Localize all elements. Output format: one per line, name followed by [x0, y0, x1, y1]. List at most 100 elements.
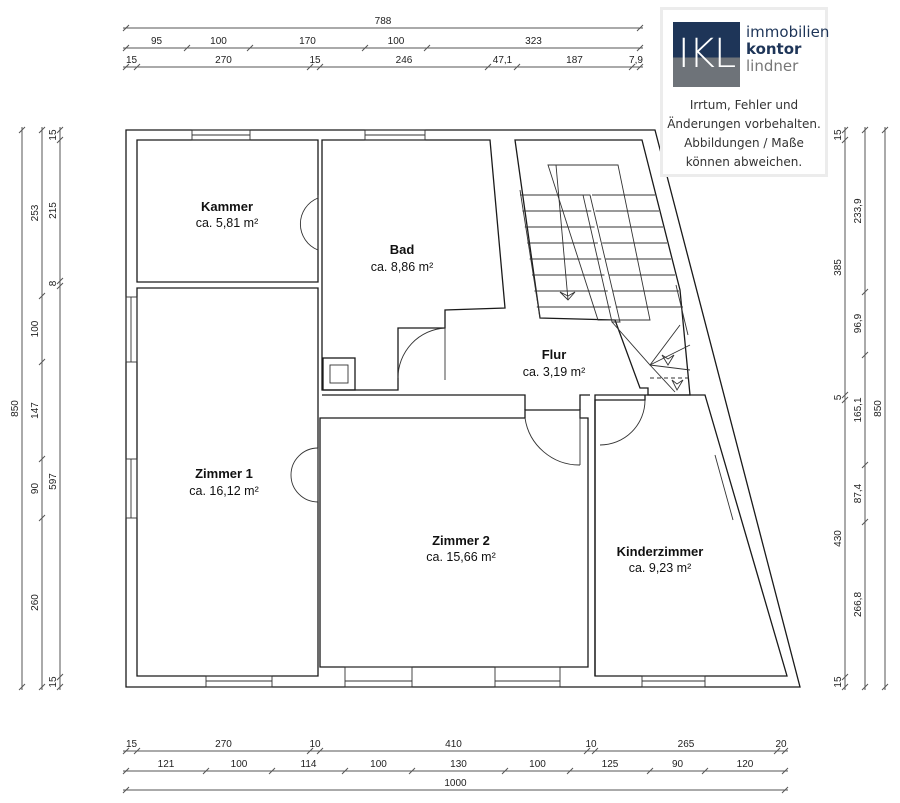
- flur-right-wall: [594, 395, 646, 676]
- room-name: Kammer: [201, 199, 253, 214]
- room-name: Kinderzimmer: [617, 544, 704, 559]
- dimension-label: 165,1: [853, 397, 864, 422]
- dimension-tick: [183, 44, 191, 52]
- dimension-label: 15: [48, 129, 59, 141]
- dimension-label: 15: [833, 129, 844, 141]
- dimension-label: 260: [30, 594, 41, 611]
- dimension-tick: [881, 683, 889, 691]
- dimension-tick: [306, 747, 314, 755]
- dimension-label: 87,4: [853, 483, 864, 503]
- dimension-label: 385: [833, 259, 844, 276]
- room-area: ca. 8,86 m²: [371, 260, 434, 274]
- dimension-label: 215: [48, 202, 59, 219]
- dimension-tick: [861, 126, 869, 134]
- dimension-label: 130: [450, 759, 467, 770]
- dimension-label: 100: [210, 36, 227, 47]
- dimension-label: 187: [566, 55, 583, 66]
- dimension-tick: [484, 63, 492, 71]
- dimension-label: 120: [737, 759, 754, 770]
- dimension-tick: [133, 63, 141, 71]
- dimension-label: 10: [585, 739, 597, 750]
- dimension-tick: [423, 44, 431, 52]
- room-area: ca. 5,81 m²: [196, 216, 259, 230]
- dimension-tick: [841, 396, 849, 404]
- dimension-tick: [781, 786, 789, 794]
- dimension-tick: [122, 63, 130, 71]
- door-zimmer1: [290, 447, 319, 503]
- dimension-label: 266,8: [853, 592, 864, 617]
- room-area: ca. 9,23 m²: [629, 561, 692, 575]
- flur-wall: [322, 394, 526, 410]
- dimension-label: 246: [396, 55, 413, 66]
- dimension-label: 10: [309, 739, 321, 750]
- dimension-tick: [841, 673, 849, 681]
- room-name: Flur: [542, 347, 567, 362]
- door-zimmer2: [524, 417, 581, 466]
- dimension-label: 253: [30, 204, 41, 221]
- dimension-tick: [841, 126, 849, 134]
- room-zimmer1-outline: [136, 287, 319, 677]
- dimension-label: 125: [602, 759, 619, 770]
- staircase: [514, 139, 691, 396]
- dimension-label: 265: [678, 739, 695, 750]
- room-area: ca. 15,66 m²: [426, 550, 495, 564]
- dimension-tick: [38, 683, 46, 691]
- disclaimer-line: können abweichen.: [685, 155, 803, 169]
- dimension-label: 410: [445, 739, 462, 750]
- room-name: Zimmer 1: [195, 466, 253, 481]
- room-kinderzimmer-outline: [594, 394, 788, 677]
- disclaimer-line: Abbildungen / Maße: [684, 136, 804, 150]
- dimension-tick: [861, 461, 869, 469]
- dimension-tick: [122, 786, 130, 794]
- dimension-tick: [841, 136, 849, 144]
- dimension-label: 15: [48, 676, 59, 688]
- dimension-tick: [133, 747, 141, 755]
- logo-mark: IKL: [673, 22, 740, 87]
- dimension-tick: [38, 514, 46, 522]
- dimension-tick: [18, 683, 26, 691]
- room-area: ca. 3,19 m²: [523, 365, 586, 379]
- doors: [290, 195, 646, 503]
- dimension-tick: [636, 44, 644, 52]
- dimension-tick: [628, 63, 636, 71]
- room-name: Zimmer 2: [432, 533, 490, 548]
- dimension-label: 1000: [444, 778, 467, 789]
- room-area: ca. 16,12 m²: [189, 484, 258, 498]
- door-kammer: [299, 195, 319, 251]
- dimension-tick: [122, 747, 130, 755]
- dimension-tick: [566, 767, 574, 775]
- dimension-label: 100: [529, 759, 546, 770]
- dimension-tick: [38, 126, 46, 134]
- dimension-tick: [38, 292, 46, 300]
- dimension-label: 15: [833, 676, 844, 688]
- dimension-label: 15: [126, 739, 138, 750]
- dimension-label: 5: [833, 394, 844, 400]
- windows: [125, 129, 734, 688]
- dimension-tick: [591, 747, 599, 755]
- dimension-tick: [316, 63, 324, 71]
- dimension-label: 8: [48, 280, 59, 286]
- dimension-tick: [38, 358, 46, 366]
- dimension-label: 233,9: [853, 198, 864, 223]
- dimension-label: 597: [48, 473, 59, 490]
- dimension-label: 147: [30, 402, 41, 419]
- dimension-tick: [636, 24, 644, 32]
- dimension-tick: [861, 518, 869, 526]
- disclaimer: Irrtum, Fehler und Änderungen vorbehalte…: [663, 96, 825, 172]
- dimension-label: 170: [299, 36, 316, 47]
- dimension-label: 90: [672, 759, 684, 770]
- dimension-tick: [56, 282, 64, 290]
- dimension-label: 100: [231, 759, 248, 770]
- dimension-tick: [18, 126, 26, 134]
- dimension-tick: [202, 767, 210, 775]
- dimension-label: 114: [301, 759, 317, 770]
- dimension-label: 270: [215, 55, 232, 66]
- dimension-label: 270: [215, 739, 232, 750]
- dimension-tick: [583, 747, 591, 755]
- company-logo-box: IKL immobilien kontor lindner Irrtum, Fe…: [660, 7, 829, 177]
- dimension-tick: [56, 136, 64, 144]
- dimension-tick: [56, 683, 64, 691]
- dimension-tick: [56, 126, 64, 134]
- dimension-tick: [122, 44, 130, 52]
